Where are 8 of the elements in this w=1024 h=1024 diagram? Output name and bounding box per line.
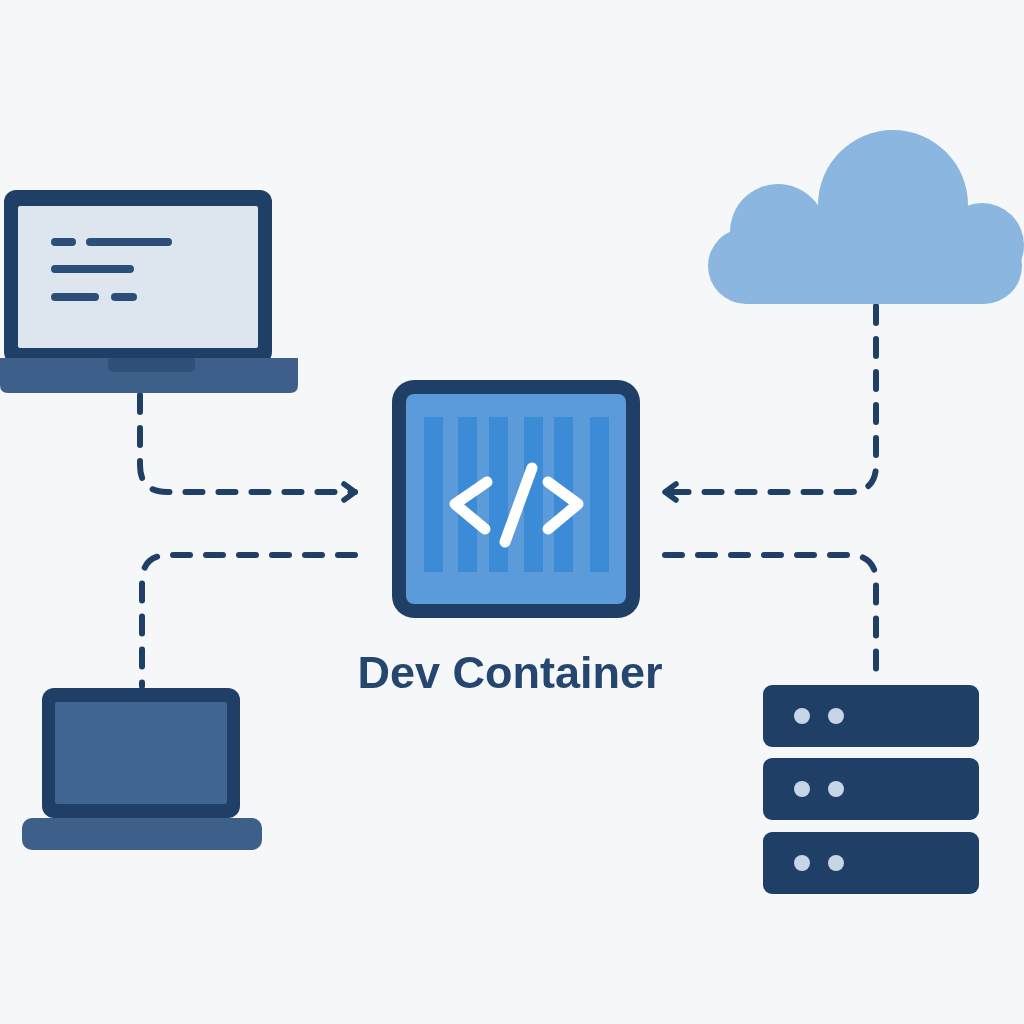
server-rack-icon (762, 684, 982, 896)
dashed-arrow (137, 392, 358, 503)
cloud-icon (706, 128, 1024, 306)
node-label: Dev Container (356, 647, 664, 699)
dashed-connector-line (139, 552, 358, 689)
laptop-icon (20, 686, 264, 852)
dashed-arrow (662, 303, 879, 503)
laptop-icon (0, 188, 300, 395)
